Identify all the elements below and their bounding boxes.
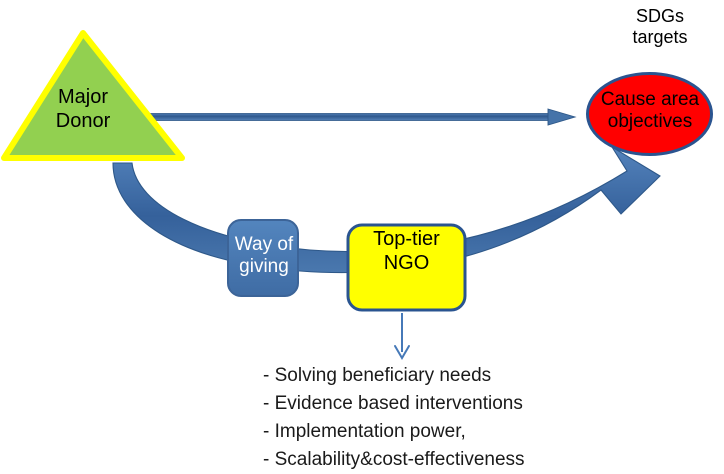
criteria-item: - Implementation power, <box>263 420 466 442</box>
ngo-criteria-list: - Solving beneficiary needs - Evidence b… <box>263 362 683 474</box>
ngo-to-criteria-arrow <box>394 313 410 360</box>
criteria-item: - Evidence based interventions <box>263 392 523 414</box>
donor-to-objectives-arrow <box>142 108 577 126</box>
way-of-giving-box[interactable] <box>227 219 299 297</box>
cause-area-objectives-ellipse[interactable] <box>586 72 713 156</box>
top-tier-ngo-box[interactable] <box>346 223 467 312</box>
criteria-item: - Scalability&cost-effectiveness <box>263 448 525 470</box>
major-donor-triangle[interactable] <box>1 30 185 161</box>
criteria-item: - Solving beneficiary needs <box>263 365 492 386</box>
